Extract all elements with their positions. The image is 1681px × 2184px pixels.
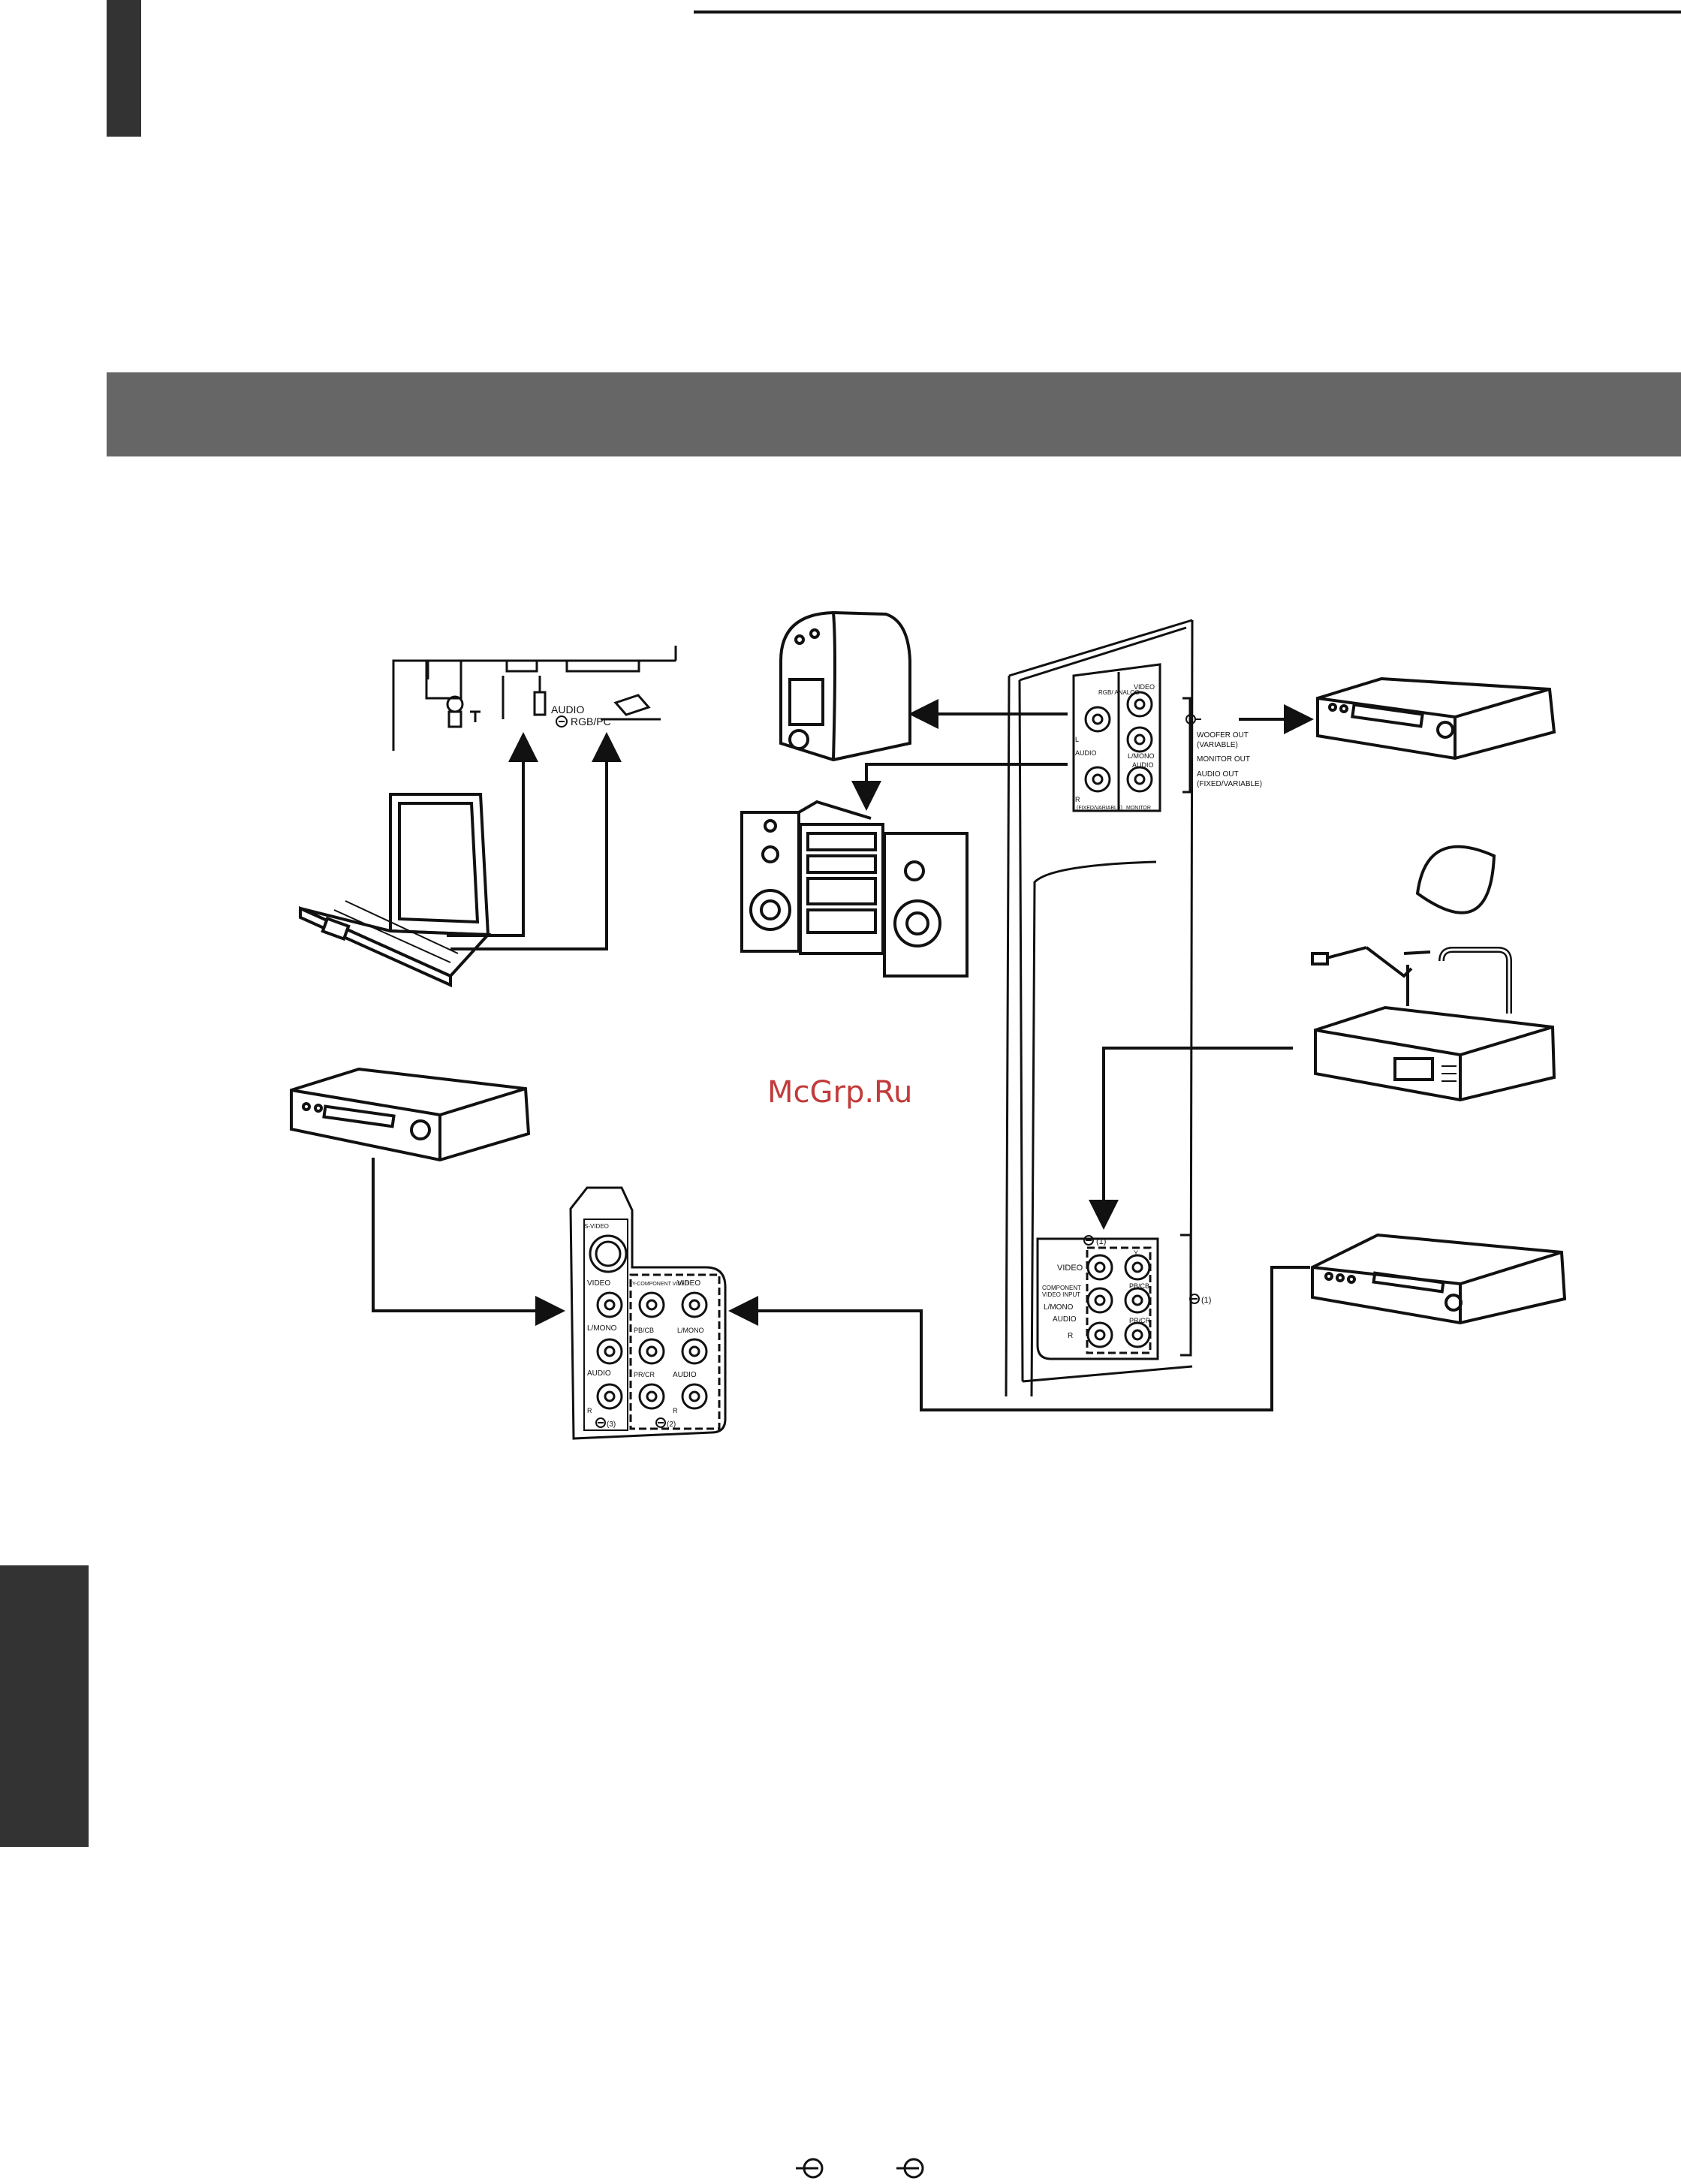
rear-rgb-label: RGB/ ANALOG bbox=[1098, 689, 1140, 696]
side-in2-label: (2) bbox=[667, 1420, 676, 1429]
pc-rgbpc-label: RGB/PC bbox=[571, 715, 611, 727]
rear-monitor-label: MONITOR bbox=[1126, 806, 1151, 811]
side-in3-label: (3) bbox=[607, 1420, 616, 1429]
input1-prcr-label: PR/CR bbox=[1129, 1317, 1151, 1324]
woofer-out-label: WOOFER OUT bbox=[1197, 731, 1249, 740]
rear-l-label: L bbox=[1075, 736, 1079, 743]
satellite-connection-line bbox=[1089, 1047, 1293, 1230]
input1-title: (1) bbox=[1096, 1237, 1106, 1246]
footer-input-icons bbox=[796, 2158, 924, 2179]
side-r-label: R bbox=[587, 1407, 592, 1414]
rear-video-label: VIDEO bbox=[1134, 683, 1155, 691]
vcr-left-connection-line bbox=[372, 1158, 565, 1326]
fixed-variable-label: (FIXED/VARIABLE) bbox=[1197, 780, 1262, 788]
rear-audio-label: AUDIO bbox=[1075, 749, 1097, 757]
satellite-dish-icon bbox=[1311, 845, 1496, 1006]
rear-r-label: R bbox=[1075, 796, 1080, 803]
satellite-receiver-icon bbox=[1314, 1005, 1556, 1102]
side-in3-input-icon bbox=[595, 1417, 606, 1428]
rear-fixed-variable-label: (FIXED/VARIABLE) bbox=[1077, 806, 1122, 811]
side-y-component-label: Y-COMPONENT VIDEO bbox=[632, 1282, 689, 1287]
antenna-connector-icon bbox=[446, 695, 481, 728]
side-in2-input-icon bbox=[655, 1417, 666, 1428]
satellite-cable-inner bbox=[1440, 948, 1511, 1014]
rear-audio2-label: AUDIO bbox=[1132, 761, 1154, 769]
pc-connection-lines bbox=[447, 732, 622, 950]
rear-lmono-label: L/MONO bbox=[1128, 752, 1155, 760]
side-lmono-label: L/MONO bbox=[587, 1324, 617, 1333]
side-input-panel bbox=[569, 1186, 727, 1440]
rgb-pc-connector-icon bbox=[601, 694, 661, 721]
watermark: McGrp.Ru bbox=[767, 1075, 912, 1110]
satellite-cable bbox=[1438, 947, 1512, 1014]
stereo-system-icon bbox=[740, 800, 969, 978]
vcr-left-icon bbox=[290, 1067, 531, 1162]
side-audio-label: AUDIO bbox=[587, 1369, 611, 1378]
output-jacks bbox=[1084, 691, 1153, 793]
side-pbcb-label: PB/CB bbox=[634, 1327, 654, 1334]
chapter-tab-top bbox=[107, 0, 141, 137]
subwoofer-icon bbox=[779, 610, 911, 762]
input1-panel bbox=[1036, 1234, 1192, 1360]
input1-side-label: (1) bbox=[1201, 1296, 1211, 1305]
input1-side-input-icon bbox=[1189, 1294, 1200, 1304]
tv-rear-outline bbox=[1005, 619, 1194, 1397]
side-audio2-label: AUDIO bbox=[673, 1371, 697, 1379]
dvd-connection-line bbox=[728, 1266, 1310, 1411]
pc-terminal-panel bbox=[392, 646, 677, 751]
side-video-label: VIDEO bbox=[587, 1279, 610, 1288]
rear-output-panel bbox=[1072, 663, 1191, 812]
input1-input-icon bbox=[1083, 1235, 1094, 1246]
variable-label: (VARIABLE) bbox=[1197, 741, 1238, 749]
input1-y-label: Y bbox=[1134, 1249, 1138, 1257]
input1-video-input-label: VIDEO INPUT bbox=[1042, 1291, 1080, 1298]
stereo-connection-line bbox=[851, 763, 1068, 811]
input1-component-label: COMPONENT bbox=[1042, 1285, 1081, 1291]
pc-audio-label: AUDIO bbox=[551, 703, 584, 715]
input1-video-label: VIDEO bbox=[1057, 1264, 1083, 1273]
audio-jack-icon bbox=[502, 676, 547, 719]
side-svideo-label: S-VIDEO bbox=[584, 1223, 609, 1230]
section-banner bbox=[107, 372, 1681, 456]
side-lmono2-label: L/MONO bbox=[677, 1327, 704, 1334]
input-icon bbox=[556, 715, 568, 727]
input1-lmono-label: L/MONO bbox=[1044, 1303, 1074, 1312]
input1-audio-label: AUDIO bbox=[1053, 1315, 1077, 1324]
audio-out-label: AUDIO OUT bbox=[1197, 770, 1239, 779]
svideo-jack-icon bbox=[589, 1234, 628, 1273]
side-video2-label: VIDEO bbox=[677, 1279, 700, 1288]
vcr-top-right-icon bbox=[1316, 676, 1556, 761]
laptop-icon bbox=[299, 793, 492, 988]
side-r2-label: R bbox=[673, 1407, 678, 1414]
input1-pbcb-label: PB/CB bbox=[1129, 1282, 1149, 1290]
dvd-player-icon bbox=[1311, 1233, 1567, 1325]
side-prcr-label: PR/CR bbox=[634, 1371, 655, 1378]
input1-r-label: R bbox=[1068, 1332, 1073, 1340]
monitor-out-label: MONITOR OUT bbox=[1197, 755, 1250, 764]
chapter-tab-side bbox=[0, 1565, 89, 1847]
output-icon bbox=[1185, 714, 1201, 724]
